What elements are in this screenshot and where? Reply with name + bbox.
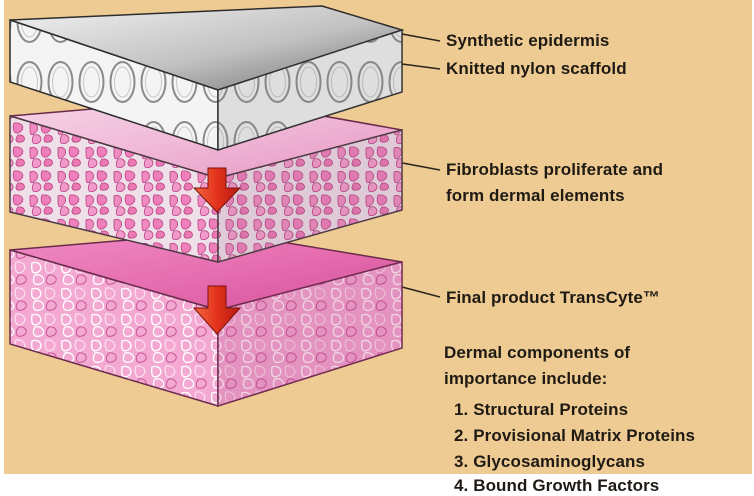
leader-line-knitted-nylon-scaffold <box>402 64 440 69</box>
list-item: 4. Bound Growth Factors <box>454 476 659 496</box>
leader-line-final-product <box>402 287 440 297</box>
list-item: 1. Structural Proteins <box>454 400 628 420</box>
list-item: 3. Glycosaminoglycans <box>454 452 645 472</box>
leader-line-fibroblasts <box>397 162 440 170</box>
label-final-product: Final product TransCyte™ <box>446 288 660 308</box>
label-knitted-nylon-scaffold: Knitted nylon scaffold <box>446 59 627 79</box>
leader-line-synthetic-epidermis <box>402 34 440 41</box>
label-dermal-components-line2: importance include: <box>444 369 607 389</box>
list-item: 2. Provisional Matrix Proteins <box>454 426 695 446</box>
label-fibroblasts-line1: Fibroblasts proliferate and <box>446 160 663 180</box>
leader-lines <box>397 34 440 297</box>
label-dermal-components-line1: Dermal components of <box>444 343 630 363</box>
label-synthetic-epidermis: Synthetic epidermis <box>446 31 609 51</box>
label-fibroblasts-line2: form dermal elements <box>446 186 625 206</box>
